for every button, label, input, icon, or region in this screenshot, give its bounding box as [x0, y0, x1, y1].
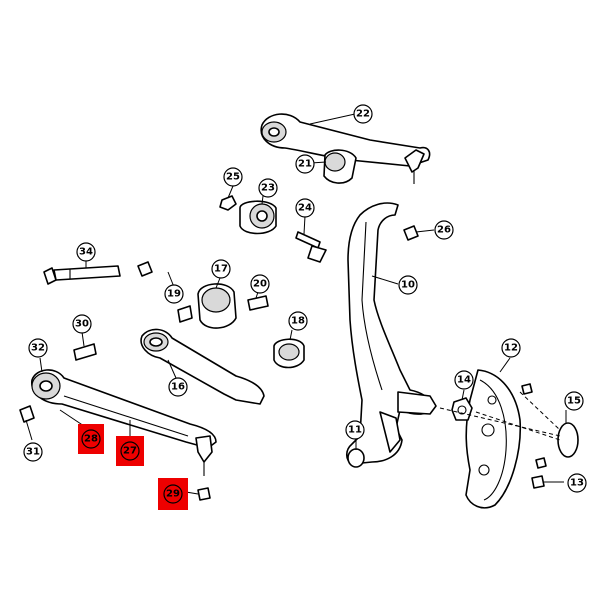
svg-text:17: 17	[214, 264, 228, 275]
svg-text:12: 12	[504, 343, 518, 354]
svg-text:10: 10	[401, 280, 415, 291]
svg-text:18: 18	[291, 316, 305, 327]
callout-27: 27	[116, 436, 144, 466]
callout-23: 23	[258, 178, 278, 198]
callout-29: 29	[158, 478, 188, 510]
bushing-18	[273, 338, 305, 369]
svg-text:31: 31	[26, 447, 40, 458]
nut-34	[137, 261, 153, 277]
svg-text:14: 14	[457, 375, 471, 386]
shield-bolt	[521, 383, 533, 395]
bolt-26	[403, 225, 419, 241]
callout-34: 34	[76, 242, 96, 262]
upper-control-arm	[260, 113, 431, 184]
callout-31: 31	[23, 442, 43, 462]
callout-14: 14	[454, 370, 474, 390]
svg-text:28: 28	[84, 434, 98, 445]
hub-nut-14	[451, 397, 473, 421]
svg-text:26: 26	[437, 225, 451, 236]
svg-text:29: 29	[166, 489, 180, 500]
callout-30: 30	[72, 314, 92, 334]
callout-11: 11	[345, 420, 365, 440]
callout-21: 21	[295, 154, 315, 174]
lower-control-arm	[31, 369, 217, 476]
callout-12: 12	[501, 338, 521, 358]
callout-13: 13	[567, 473, 587, 493]
svg-text:22: 22	[356, 109, 370, 120]
callout-17: 17	[211, 259, 231, 279]
bushing-17	[197, 283, 237, 329]
bolt-24	[295, 231, 327, 263]
callout-32: 32	[28, 338, 48, 358]
svg-text:24: 24	[298, 203, 312, 214]
svg-text:23: 23	[261, 183, 275, 194]
svg-text:27: 27	[123, 446, 137, 457]
svg-text:15: 15	[567, 396, 581, 407]
bolt-34	[43, 265, 121, 285]
callout-18: 18	[288, 311, 308, 331]
bolt-13	[531, 475, 545, 489]
svg-text:25: 25	[226, 172, 240, 183]
svg-text:11: 11	[348, 425, 362, 436]
svg-text:16: 16	[171, 382, 185, 393]
svg-text:13: 13	[570, 478, 584, 489]
svg-text:30: 30	[75, 319, 89, 330]
callout-15: 15	[564, 391, 584, 411]
shield-bolt	[535, 457, 547, 469]
bolt-30	[73, 343, 97, 361]
bolt-31	[19, 405, 35, 423]
svg-text:34: 34	[79, 247, 93, 258]
seal-15	[557, 422, 579, 458]
callout-19: 19	[164, 284, 184, 304]
callout-26: 26	[434, 220, 454, 240]
dust-shield	[465, 369, 522, 509]
svg-text:20: 20	[253, 279, 267, 290]
callout-25: 25	[223, 167, 243, 187]
nut-29	[197, 487, 211, 501]
svg-text:32: 32	[31, 343, 45, 354]
svg-text:19: 19	[167, 289, 181, 300]
bolt-20	[247, 295, 269, 311]
nut-25	[219, 195, 237, 211]
steering-knuckle	[345, 202, 437, 468]
callout-10: 10	[398, 275, 418, 295]
callout-24: 24	[295, 198, 315, 218]
callout-20: 20	[250, 274, 270, 294]
bushing-23	[239, 200, 277, 235]
callout-22: 22	[353, 104, 373, 124]
svg-text:21: 21	[298, 159, 312, 170]
tension-strut	[140, 328, 265, 405]
callout-16: 16	[168, 377, 188, 397]
nut-19	[177, 305, 193, 323]
callout-28: 28	[78, 424, 104, 454]
